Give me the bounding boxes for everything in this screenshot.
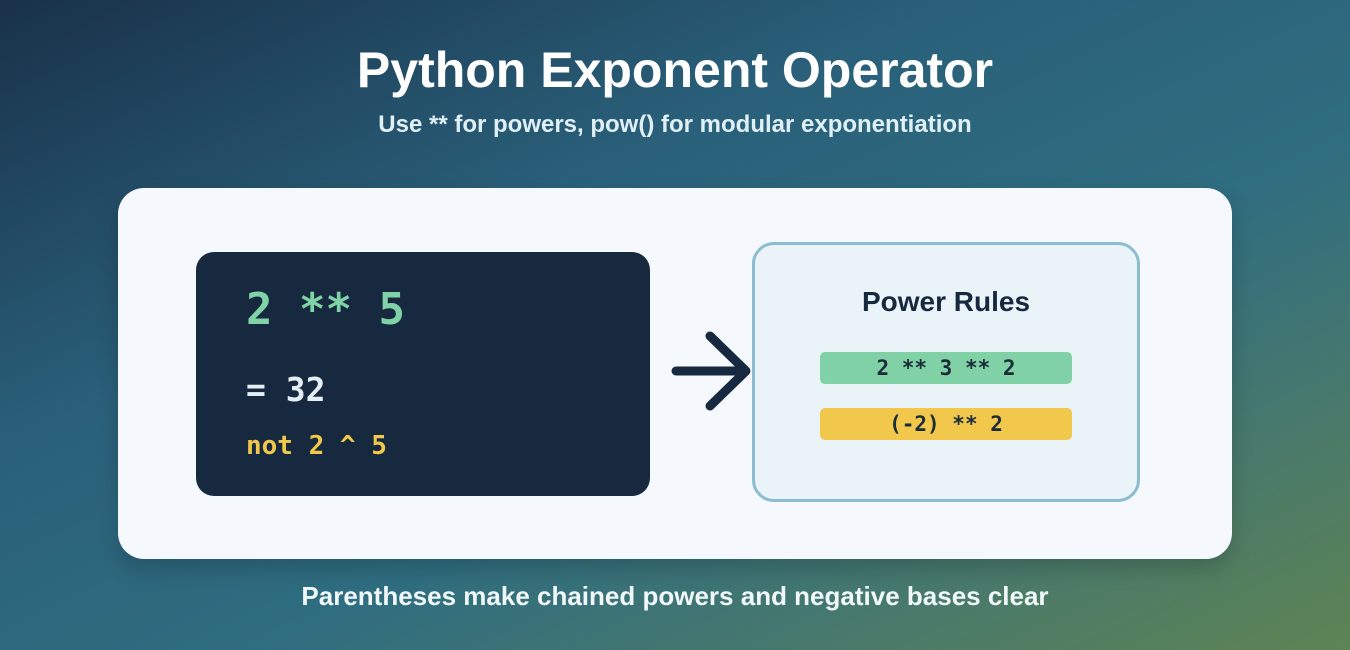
footer-note: Parentheses make chained powers and nega… bbox=[301, 581, 1049, 611]
rule-chained-powers: 2 ** 3 ** 2 bbox=[820, 352, 1072, 384]
code-result: = 32 bbox=[246, 370, 326, 409]
main-card: 2 ** 5 = 32 not 2 ^ 5 Power Rules 2 ** 3… bbox=[118, 188, 1232, 559]
code-panel: 2 ** 5 = 32 not 2 ^ 5 bbox=[196, 252, 650, 496]
page-subtitle: Use ** for powers, pow() for modular exp… bbox=[378, 111, 972, 138]
page-title: Python Exponent Operator bbox=[356, 42, 994, 98]
rules-panel: Power Rules 2 ** 3 ** 2 (-2) ** 2 bbox=[752, 242, 1140, 502]
code-expression: 2 ** 5 bbox=[246, 284, 405, 335]
code-warning: not 2 ^ 5 bbox=[246, 431, 387, 461]
rules-title: Power Rules bbox=[861, 286, 1031, 317]
arrow-right-icon bbox=[671, 331, 751, 411]
rule-negative-base: (-2) ** 2 bbox=[820, 408, 1072, 440]
